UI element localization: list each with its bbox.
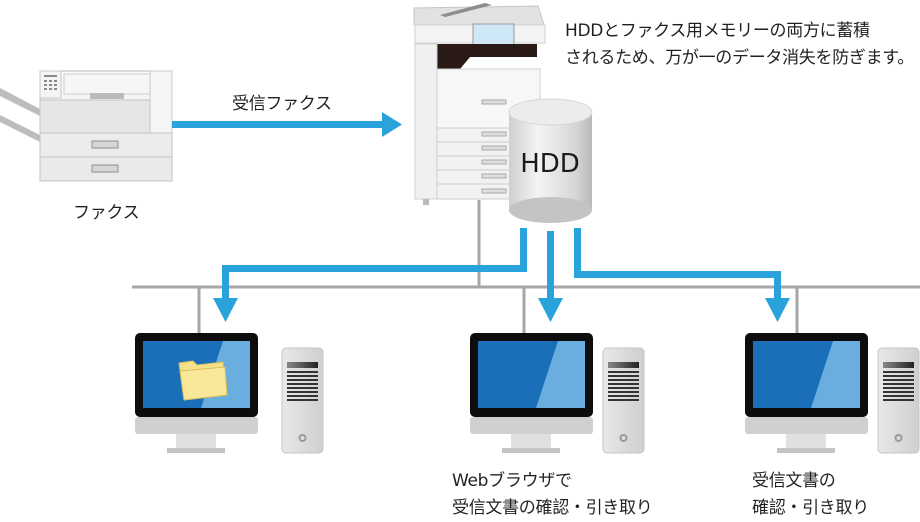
pc-tower: [602, 347, 645, 454]
pc-tower: [281, 347, 324, 454]
pc-client: [745, 333, 920, 454]
pc-tower: [877, 347, 920, 454]
folder-icon: [178, 360, 228, 401]
pc-web-browser: [470, 333, 645, 454]
arrow-to-pc3: [574, 228, 790, 322]
received-fax-label: 受信ファクス: [232, 94, 332, 114]
pc-client-label: 受信文書の 確認・引き取り: [752, 468, 869, 522]
pc-web-browser-label-line1: Webブラウザで: [452, 471, 572, 491]
hdd-to-pc-arrows: [213, 228, 790, 322]
fax-to-copier-arrow: [172, 112, 402, 137]
pc-web-browser-label: Webブラウザで 受信文書の確認・引き取り: [452, 468, 653, 522]
storage-note: HDDとファクス用メモリーの両方に蓄積 されるため、万が一のデータ消失を防ぎます…: [565, 18, 914, 72]
storage-note-line1: HDDとファクス用メモリーの両方に蓄積: [565, 21, 870, 41]
fax-label: ファクス: [73, 203, 140, 223]
pc-client-label-line2: 確認・引き取り: [752, 498, 869, 518]
pc-web-browser-label-line2: 受信文書の確認・引き取り: [452, 498, 653, 518]
fax-machine: [0, 70, 173, 182]
pc-client-label-line1: 受信文書の: [752, 471, 836, 491]
arrow-to-pc1: [213, 228, 527, 322]
storage-note-line2: されるため、万が一のデータ消失を防ぎます。: [565, 48, 914, 68]
pc-folder: [135, 333, 324, 454]
hdd-label: HDD: [520, 149, 580, 179]
arrow-to-pc2: [538, 231, 563, 322]
network-lines: [132, 200, 920, 335]
hdd-cylinder: HDD: [508, 98, 593, 223]
